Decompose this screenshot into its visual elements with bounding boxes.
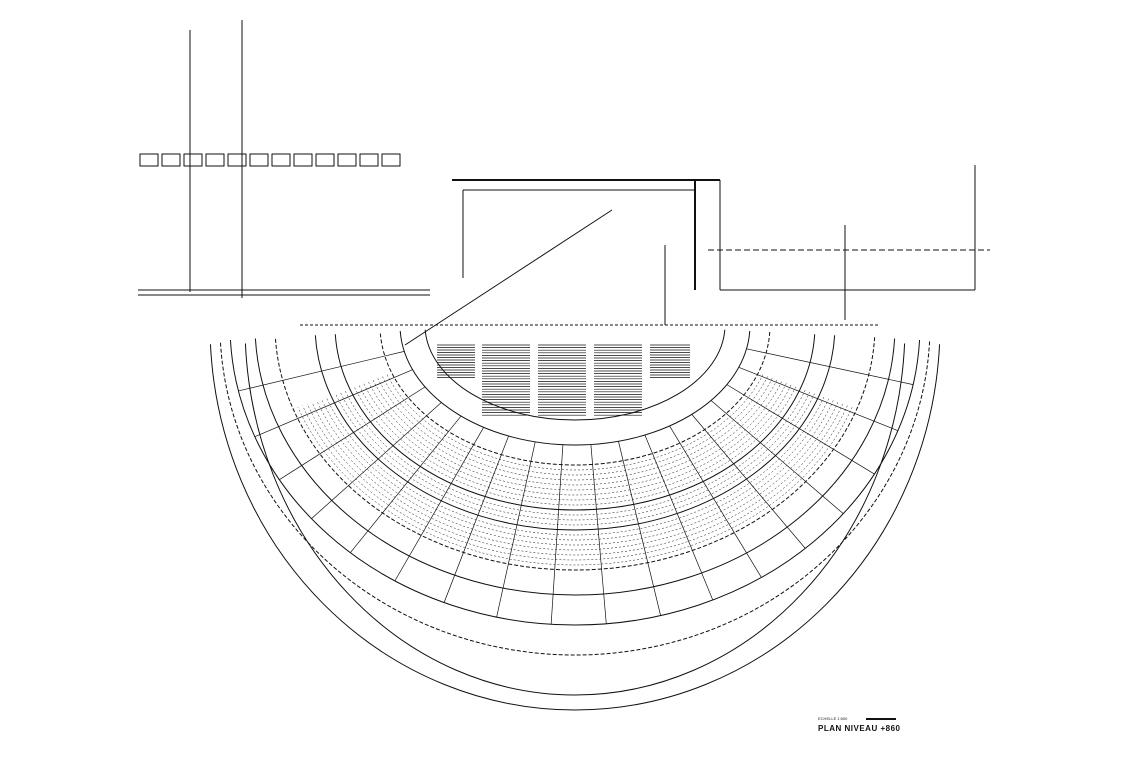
arc-line [254,338,896,596]
arc-line [330,395,820,531]
aisle-line [669,425,762,578]
beam-section [315,153,335,167]
aisle-line [644,434,714,601]
arc-line [399,330,751,446]
aisle-line [394,427,484,582]
aisle-line [443,435,509,603]
aisle-line [710,400,844,514]
arc-line [363,383,787,496]
arc-line [209,344,941,711]
arc-line [379,331,771,466]
aisle-line [254,369,413,438]
aisle-line [618,441,661,616]
arc-line [229,339,921,626]
beam-section [249,153,269,167]
aisle-line [590,444,607,624]
arc-line [219,341,931,656]
aisle-line [738,366,899,432]
aisle-line [496,441,536,618]
arc-line [274,337,876,571]
arc-line [339,391,811,521]
aisle-line [746,348,914,385]
arc-line [335,393,815,526]
beam-section [293,153,313,167]
aisle-line [238,351,405,392]
arc-line [354,386,796,506]
beam-section [139,153,159,167]
aisle-line [350,415,462,553]
arc-line [358,384,792,501]
seating-arcs [209,329,941,711]
stage-seating-block [437,344,690,416]
aisle-radials [238,348,914,625]
arc-line [386,374,764,471]
arc-line [344,390,806,516]
arc-line [244,343,906,696]
beam-section [205,153,225,167]
beam-section [183,153,203,167]
drawing-title: PLAN NIVEAU +860 [818,724,901,733]
arc-line [307,403,843,556]
aisle-line [311,402,442,519]
beam-section [161,153,181,167]
arc-line [302,405,848,561]
arc-line [377,378,773,481]
arc-line [372,379,778,486]
arc-line [382,376,768,476]
arc-line [316,400,834,546]
aisle-line [550,444,564,625]
arc-line [314,335,836,531]
upper-building-grid [138,20,990,346]
aisle-line [726,384,875,475]
aisle-line [279,386,426,480]
beam-section [337,153,357,167]
beam-section [271,153,291,167]
arc-line [325,396,825,536]
arc-line [368,381,782,491]
arc-line [349,388,801,511]
beam-section [227,153,247,167]
scale-label: ECHELLE 1:500 [818,716,848,721]
aisle-line [691,414,806,549]
beam-section [359,153,379,167]
arc-line [424,329,726,421]
arc-line [297,407,853,566]
beam-section [381,153,401,167]
arc-line [321,398,829,541]
